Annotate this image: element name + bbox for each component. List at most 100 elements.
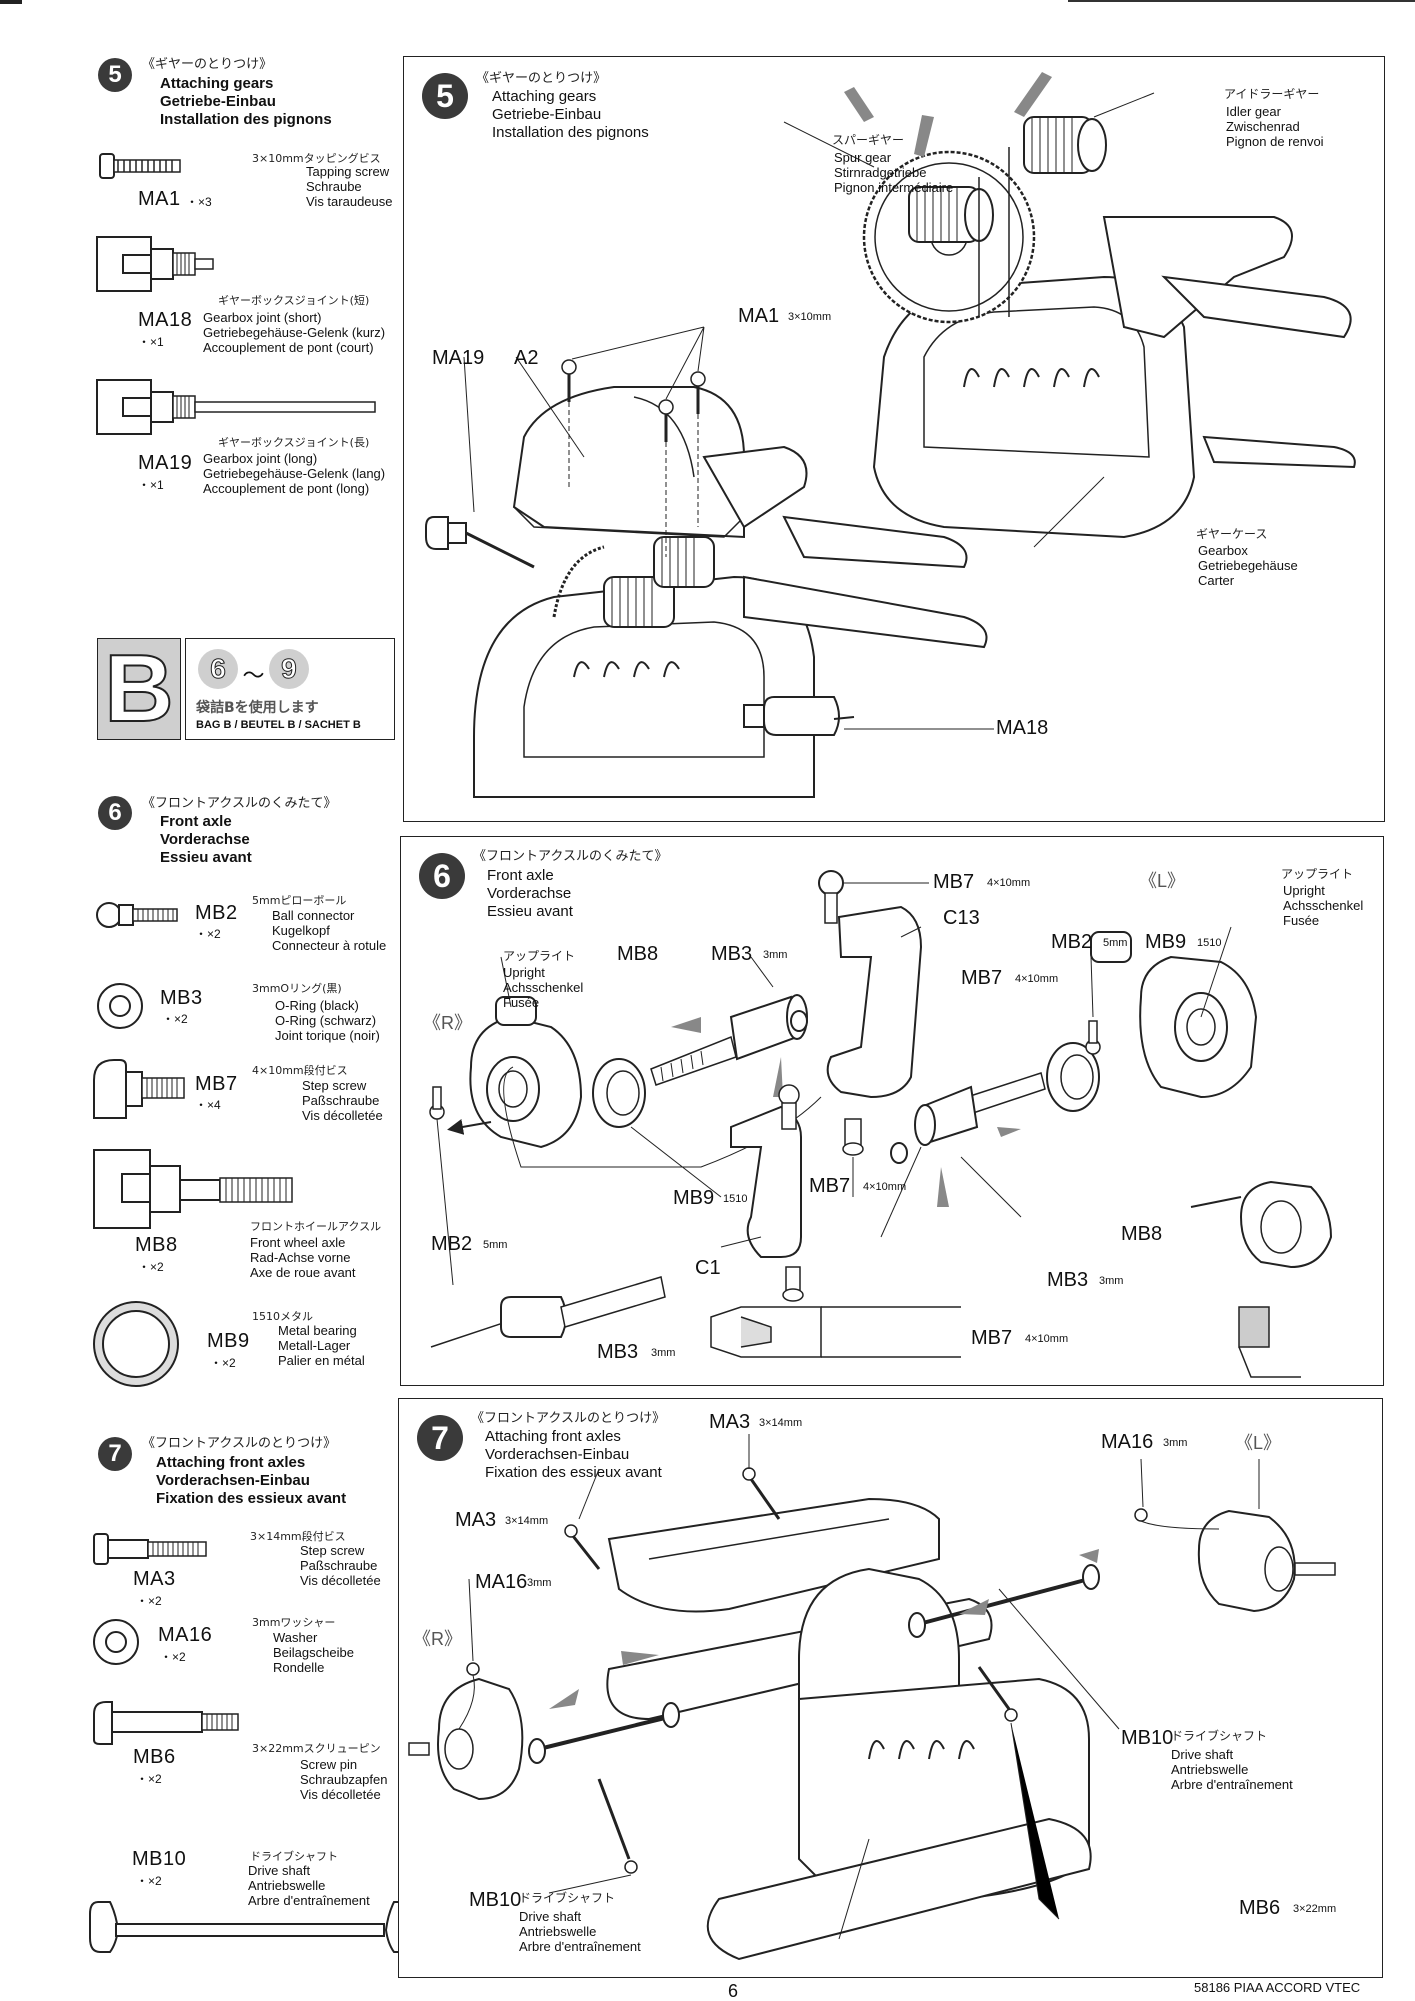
label-mb2-l: MB2 bbox=[1051, 931, 1093, 953]
part-jp-ma18: ギヤーボックスジョイント(短) bbox=[218, 294, 370, 307]
part-code-ma16: MA16 bbox=[158, 1624, 213, 1646]
step-title-de: Vorderachse bbox=[160, 831, 250, 848]
part-desc-mb10-en: Drive shaft bbox=[248, 1863, 311, 1878]
label-ma16-top: MA16 bbox=[1101, 1431, 1154, 1453]
label-mb8-l: MB8 bbox=[1121, 1223, 1163, 1245]
part-jp-mb10: ドライブシャフト bbox=[250, 1850, 338, 1863]
part-jp-ma16: 3mmワッシャー bbox=[252, 1616, 336, 1629]
step-title-de: Getriebe-Einbau bbox=[160, 93, 276, 110]
part-desc-mb2-de: Kugelkopf bbox=[272, 923, 330, 938]
part-desc-ma1-de: Schraube bbox=[306, 179, 362, 194]
label-mb10-right: MB10 bbox=[1121, 1727, 1174, 1749]
page-number: 6 bbox=[728, 1981, 739, 2001]
part-jp-mb2: 5mmピローボール bbox=[252, 894, 347, 907]
o-ring-illustration bbox=[97, 983, 143, 1029]
step-title-jp: 《フロントアクスルのとりつけ》 bbox=[142, 1436, 337, 1451]
label-mb7-top: MB7 bbox=[933, 871, 975, 893]
label-mb3-l-spec: 3mm bbox=[1099, 1275, 1124, 1287]
part-code-mb9: MB9 bbox=[207, 1330, 250, 1352]
part-jp-mb8: フロントホイールアクスル bbox=[250, 1220, 382, 1233]
step-title-fr: Fixation des essieux avant bbox=[156, 1490, 347, 1507]
bag-en: BAG B / BEUTEL B / SACHET B bbox=[196, 719, 361, 731]
part-desc-ma3-de: Paßschraube bbox=[300, 1558, 378, 1573]
label-ma16-left: MA16 bbox=[475, 1571, 528, 1593]
upright-l-de: Achsschenkel bbox=[1283, 898, 1364, 913]
part-code-mb6: MB6 bbox=[133, 1746, 176, 1768]
step-title-en: Front axle bbox=[160, 813, 232, 830]
part-qty-mb10: ・×2 bbox=[136, 1874, 162, 1888]
gearbox-joint-long-illustration bbox=[96, 379, 376, 435]
idler-gear-jp: アイドラーギヤー bbox=[1224, 87, 1320, 101]
label-mb7-mid: MB7 bbox=[961, 967, 1003, 989]
part-desc-ma3-fr: Vis décolletée bbox=[300, 1573, 381, 1588]
part-desc-mb7-fr: Vis décolletée bbox=[302, 1108, 383, 1123]
top-rule bbox=[1068, 0, 1415, 2]
part-jp-ma1: 3×10mmタッピングビス bbox=[252, 152, 381, 165]
step6-panel: 6 《フロントアクスルのくみたて》 Front axle Vorderachse… bbox=[400, 836, 1384, 1386]
label-mb10-right-en: Drive shaft bbox=[1171, 1747, 1234, 1762]
washer-illustration bbox=[93, 1619, 139, 1665]
upright-l-jp: アップライト bbox=[1281, 867, 1354, 881]
step-title-de: Vorderachsen-Einbau bbox=[485, 1446, 630, 1463]
step-title-jp: 《ギヤーのとりつけ》 bbox=[142, 57, 273, 72]
step-title-en: Attaching front axles bbox=[156, 1454, 306, 1471]
step-number-badge: 7 bbox=[98, 1437, 132, 1471]
label-ma1: MA1 bbox=[738, 305, 780, 327]
label-ma3-mid: MA3 bbox=[455, 1509, 497, 1531]
step-title-fr: Installation des pignons bbox=[160, 111, 332, 128]
step-number-badge: 5 bbox=[422, 73, 468, 119]
step-title-en: Attaching front axles bbox=[485, 1428, 621, 1445]
part-desc-mb3-fr: Joint torique (noir) bbox=[275, 1028, 380, 1043]
spur-gear-de: Stirnradgetriebe bbox=[834, 165, 927, 180]
label-mb2-r-spec: 5mm bbox=[483, 1239, 508, 1251]
part-code-mb8: MB8 bbox=[135, 1234, 178, 1256]
step-title-de: Vorderachsen-Einbau bbox=[156, 1472, 310, 1489]
step-number-badge: 7 bbox=[417, 1415, 463, 1461]
part-desc-mb8-de: Rad-Achse vorne bbox=[250, 1250, 351, 1265]
part-jp-ma19: ギヤーボックスジョイント(長) bbox=[218, 436, 370, 449]
step-title-jp: 《フロントアクスルのとりつけ》 bbox=[471, 1411, 666, 1426]
label-mb10-bottom-jp: ドライブシャフト bbox=[519, 1891, 616, 1905]
bag-range-sep: 〜 bbox=[242, 663, 265, 689]
part-jp-mb9: 1510メタル bbox=[252, 1310, 313, 1323]
label-mb10-bottom-fr: Arbre d'entraînement bbox=[519, 1939, 641, 1954]
part-desc-ma1-en: Tapping screw bbox=[306, 164, 390, 179]
part-jp-ma3: 3×14mm段付ビス bbox=[250, 1530, 346, 1543]
part-qty-ma1: ・×3 bbox=[186, 195, 212, 209]
part-desc-mb6-de: Schraubzapfen bbox=[300, 1772, 388, 1787]
tapping-screw-illustration bbox=[99, 153, 181, 179]
label-mb6: MB6 bbox=[1239, 1897, 1281, 1919]
upright-l-en: Upright bbox=[1283, 883, 1325, 898]
part-code-ma1: MA1 bbox=[138, 188, 181, 210]
step-title-jp: 《フロントアクスルのくみたて》 bbox=[142, 796, 337, 811]
part-desc-mb3-de: O-Ring (schwarz) bbox=[275, 1013, 377, 1028]
part-jp-mb7: 4×10mm段付ビス bbox=[252, 1064, 348, 1077]
upright-l-fr: Fusée bbox=[1283, 913, 1320, 928]
part-desc-mb10-de: Antriebswelle bbox=[248, 1878, 326, 1893]
label-mb3-l: MB3 bbox=[1047, 1269, 1089, 1291]
part-desc-mb2-fr: Connecteur à rotule bbox=[272, 938, 387, 953]
gearbox-joint-short-illustration bbox=[96, 236, 214, 292]
part-desc-mb3-en: O-Ring (black) bbox=[275, 998, 359, 1013]
label-mb10-right-de: Antriebswelle bbox=[1171, 1762, 1249, 1777]
part-desc-mb10-fr: Arbre d'entraînement bbox=[248, 1893, 370, 1908]
label-ma3-top-spec: 3×14mm bbox=[759, 1417, 803, 1429]
part-code-mb2: MB2 bbox=[195, 902, 238, 924]
part-desc-mb2-en: Ball connector bbox=[272, 908, 355, 923]
label-mb10-right-fr: Arbre d'entraînement bbox=[1171, 1777, 1293, 1792]
bag-range: 6 〜 9 bbox=[198, 649, 309, 690]
part-qty-ma16: ・×2 bbox=[160, 1650, 186, 1664]
part-qty-ma19: ・×1 bbox=[138, 478, 164, 492]
model-name: 58186 PIAA ACCORD VTEC bbox=[1194, 1980, 1361, 1995]
label-c1: C1 bbox=[695, 1257, 721, 1279]
front-wheel-axle-illustration bbox=[93, 1149, 293, 1229]
bag-range-end: 9 bbox=[268, 649, 309, 689]
spur-gear-fr: Pignon intermédiaire bbox=[834, 180, 954, 195]
label-c13: C13 bbox=[943, 907, 980, 929]
label-mb3-r: MB3 bbox=[711, 943, 753, 965]
part-desc-ma19-de: Getriebegehäuse-Gelenk (lang) bbox=[203, 466, 386, 481]
label-ma16-left-spec: 3mm bbox=[527, 1577, 552, 1589]
corner-mark bbox=[0, 0, 22, 4]
part-desc-mb8-fr: Axe de roue avant bbox=[250, 1265, 356, 1280]
part-qty-mb8: ・×2 bbox=[138, 1260, 164, 1274]
